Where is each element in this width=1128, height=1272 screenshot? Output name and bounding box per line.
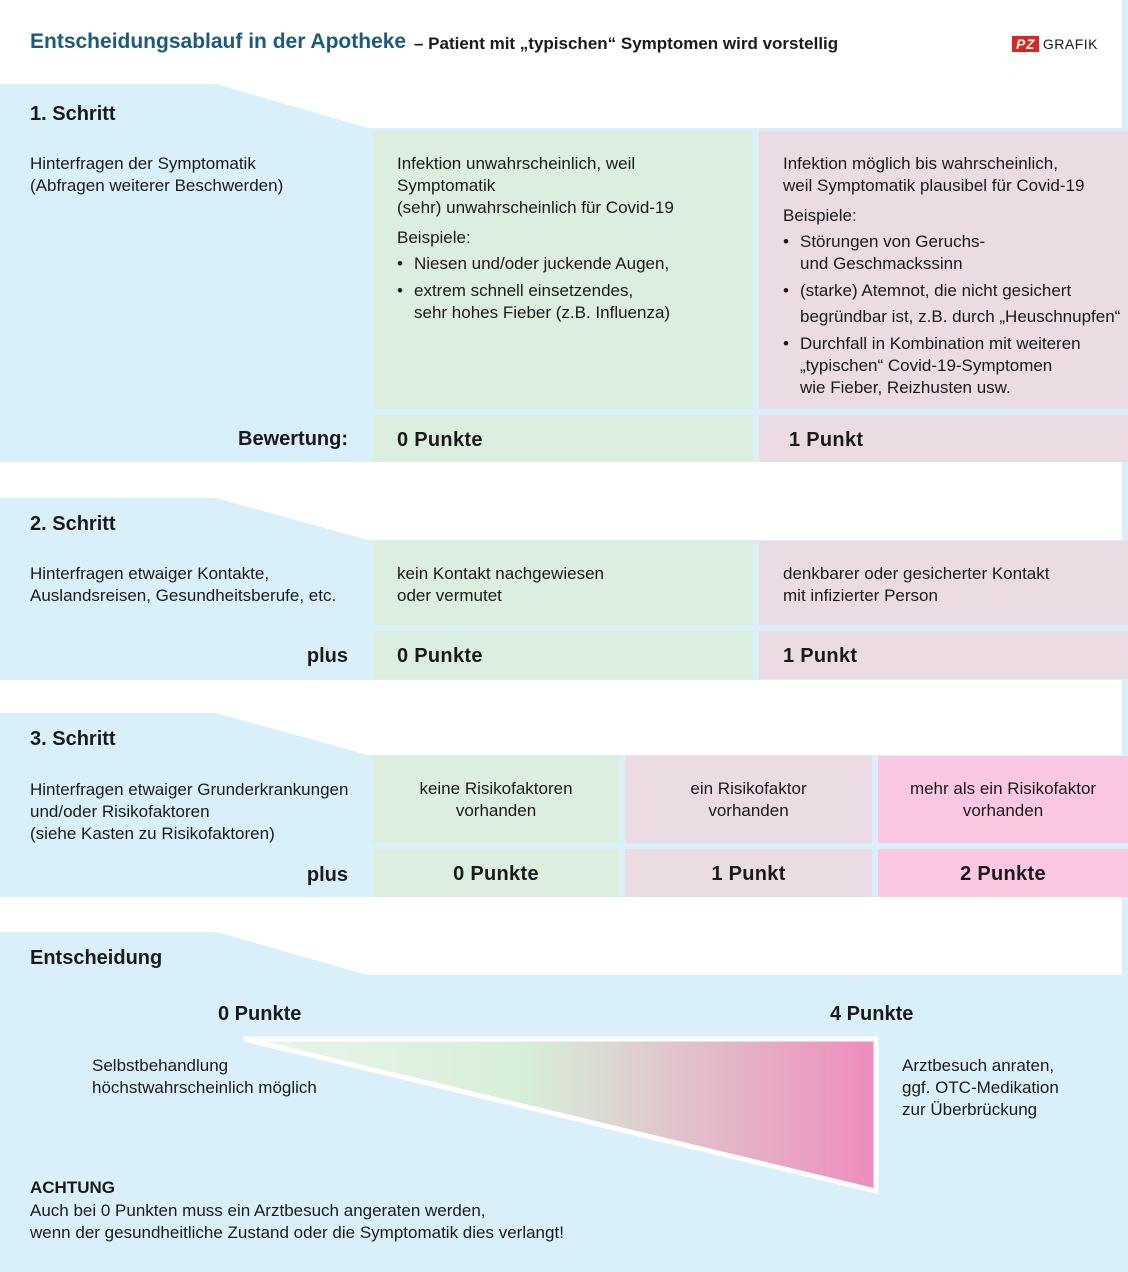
step1-rating-label: Bewertung: (238, 428, 348, 450)
step2-no-contact-box: kein Kontakt nachgewiesen oder vermutet (373, 541, 753, 625)
step3-score-1: 1 Punkt (625, 849, 872, 897)
step1-right-line: weil Symptomatik plausibel für Covid-19 (783, 176, 1085, 195)
logo-pz: PZ (1012, 36, 1039, 52)
step3-score-2: 2 Punkte (878, 849, 1128, 897)
step1-left-examples: Niesen und/oder juckende Augen, extrem s… (397, 253, 729, 324)
step2-score-1: 1 Punkt (759, 631, 1128, 679)
decision-heading: Entscheidung (30, 947, 163, 969)
step1-likely-box: Infektion möglich bis wahrscheinlich, we… (759, 131, 1128, 409)
step2-description: Hinterfragen etwaiger Kontakte, Auslands… (30, 563, 336, 607)
step1-left-line: (sehr) unwahrscheinlich für Covid-19 (397, 198, 674, 217)
step3-description: Hinterfragen etwaiger Grunderkrankungen … (30, 780, 349, 843)
step1-right-examples-label: Beispiele: (783, 206, 857, 225)
list-item: Durchfall in Kombination mit weiteren„ty… (783, 333, 1122, 399)
step1-unlikely-box: Infektion unwahrscheinlich, weil Symptom… (373, 131, 753, 409)
list-item: extrem schnell einsetzendes,sehr hohes F… (397, 280, 729, 324)
step1-right-line: Infektion möglich bis wahrscheinlich, (783, 154, 1058, 173)
step2-desc-line: Auslandsreisen, Gesundheitsberufe, etc. (30, 586, 337, 605)
step1-score-1: 1 Punkt (759, 415, 1128, 462)
step1-desc-line: (Abfragen weiterer Beschwerden) (30, 176, 284, 195)
step2-plus-label: plus (306, 645, 348, 667)
list-item: Niesen und/oder juckende Augen, (397, 253, 729, 275)
warning-text: Auch bei 0 Punkten muss ein Arztbesuch a… (30, 1201, 564, 1242)
list-item: (starke) Atemnot, die nicht gesichertbeg… (783, 280, 1122, 328)
step1-right-examples: Störungen von Geruchs-und Geschmackssinn… (783, 231, 1122, 399)
decision-min-label: 0 Punkte (218, 1003, 302, 1025)
step1-heading: 1. Schritt (30, 103, 116, 125)
step2-score-0: 0 Punkte (373, 631, 753, 679)
step1-description: Hinterfragen der Symptomatik (Abfragen w… (30, 153, 283, 197)
decision-max-label: 4 Punkte (830, 1003, 914, 1025)
step1-left-examples-label: Beispiele: (397, 228, 471, 247)
page-title: Entscheidungsablauf in der Apotheke (30, 30, 407, 53)
step2-desc-line: Hinterfragen etwaiger Kontakte, (30, 564, 270, 583)
warning-title: ACHTUNG (30, 1178, 115, 1197)
step2-heading: 2. Schritt (30, 513, 116, 535)
page-subtitle: – Patient mit „typischen“ Symptomen wird… (414, 34, 839, 53)
step1-desc-line: Hinterfragen der Symptomatik (30, 154, 256, 173)
decision-gradient-wedge (243, 1036, 879, 1195)
step3-score-0: 0 Punkte (373, 849, 619, 897)
step2-contact-box: denkbarer oder gesicherter Kontakt mit i… (759, 541, 1128, 625)
logo-grafik: GRAFIK (1042, 36, 1099, 52)
step1-left-line: Infektion unwahrscheinlich, weil Symptom… (397, 154, 636, 195)
step1-score-0: 0 Punkte (373, 415, 753, 462)
list-item: Störungen von Geruchs-und Geschmackssinn (783, 231, 1122, 275)
step3-plus-label: plus (306, 864, 348, 886)
step3-heading: 3. Schritt (30, 728, 116, 750)
